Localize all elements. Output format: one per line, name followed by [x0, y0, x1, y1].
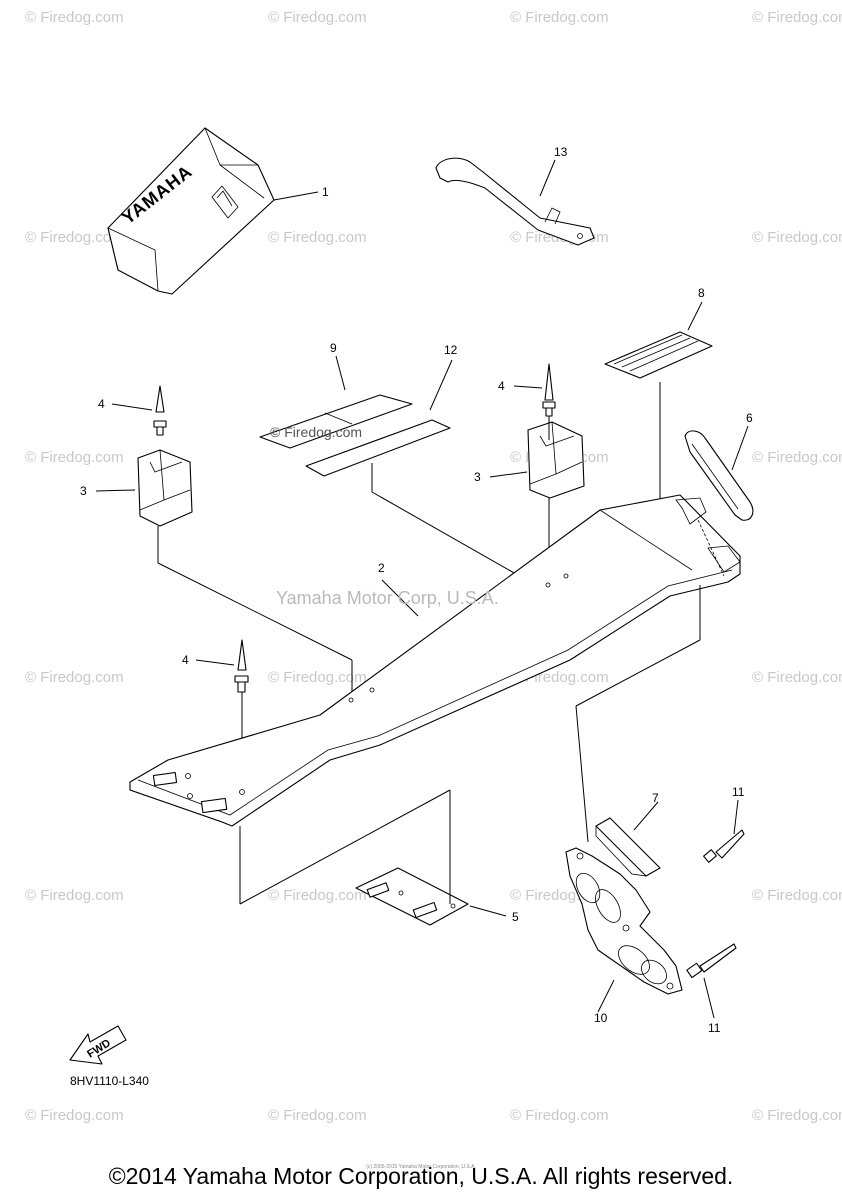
callout-2: 2 [378, 561, 385, 575]
callout-6: 6 [746, 411, 753, 425]
callout-1: 1 [322, 185, 329, 199]
watermark: © Firedog.com [752, 887, 842, 904]
part-6-wire-loop [684, 425, 754, 521]
watermark: © Firedog.com [25, 9, 124, 26]
part-1-tool-bag: YAMAHA [107, 127, 319, 295]
watermark: © Firedog.com [25, 449, 124, 466]
callout-7: 7 [652, 791, 659, 805]
part-7-block [595, 801, 661, 877]
watermark: © Firedog.com [268, 229, 367, 246]
center-watermark: Yamaha Motor Corp, U.S.A. [276, 588, 499, 608]
part-2-floor-plate [129, 494, 741, 843]
callout-4-left: 4 [98, 397, 105, 411]
callout-4-right: 4 [498, 379, 505, 393]
watermark: © Firedog.com [752, 669, 842, 686]
part-11-rivet-lower [686, 943, 737, 1019]
part-5-plate [239, 789, 507, 926]
callout-4-bottom: 4 [182, 653, 189, 667]
watermark-grid: © Firedog.com © Firedog.com © Firedog.co… [25, 9, 842, 1124]
watermark: © Firedog.com [268, 9, 367, 26]
part-13-spanner [435, 157, 595, 246]
watermark: © Firedog.com [25, 887, 124, 904]
watermark: © Firedog.com [268, 1107, 367, 1124]
watermark: © Firedog.com [25, 669, 124, 686]
callout-10: 10 [594, 1011, 608, 1025]
callout-8: 8 [698, 286, 705, 300]
watermark: © Firedog.com [510, 1107, 609, 1124]
watermark: © Firedog.com [268, 887, 367, 904]
callout-3-left: 3 [80, 484, 87, 498]
part-9-12-stickers [259, 355, 559, 599]
watermark: © Firedog.com [510, 9, 609, 26]
watermark: © Firedog.com [752, 449, 842, 466]
fwd-arrow-icon: FWD [69, 1025, 127, 1065]
watermark: © Firedog.com [25, 229, 124, 246]
tiny-copyright: (c) 2005-2015 Yamaha Motor Corporation, … [366, 1164, 476, 1170]
watermark: © Firedog.com [25, 1107, 124, 1124]
part-10-guard [565, 847, 683, 1013]
part-3-bracket-left [95, 449, 353, 700]
watermark: © Firedog.com [752, 9, 842, 26]
callout-11-upper: 11 [732, 785, 745, 799]
watermark: © Firedog.com [268, 669, 367, 686]
watermark: © Firedog.com [752, 1107, 842, 1124]
callout-3-right: 3 [474, 470, 481, 484]
watermark: © Firedog.com [752, 229, 842, 246]
watermark-overlay: © Firedog.com [270, 424, 363, 440]
callout-12: 12 [444, 343, 458, 357]
callout-9: 9 [330, 341, 337, 355]
part-4-rivet-left [111, 385, 167, 436]
copyright-footer: ©2014 Yamaha Motor Corporation, U.S.A. A… [108, 1163, 734, 1189]
callout-11-lower: 11 [708, 1021, 721, 1035]
callout-13: 13 [554, 145, 568, 159]
part-11-rivet-upper [703, 799, 745, 863]
part-8-pad [604, 301, 713, 578]
part-3-bracket-right [489, 421, 585, 499]
diagram-code: 8HV1110-L340 [70, 1074, 149, 1088]
callout-5: 5 [512, 910, 519, 924]
callout-numbers: 1 2 3 3 4 4 4 5 6 7 8 9 10 11 11 12 13 [80, 145, 753, 1035]
